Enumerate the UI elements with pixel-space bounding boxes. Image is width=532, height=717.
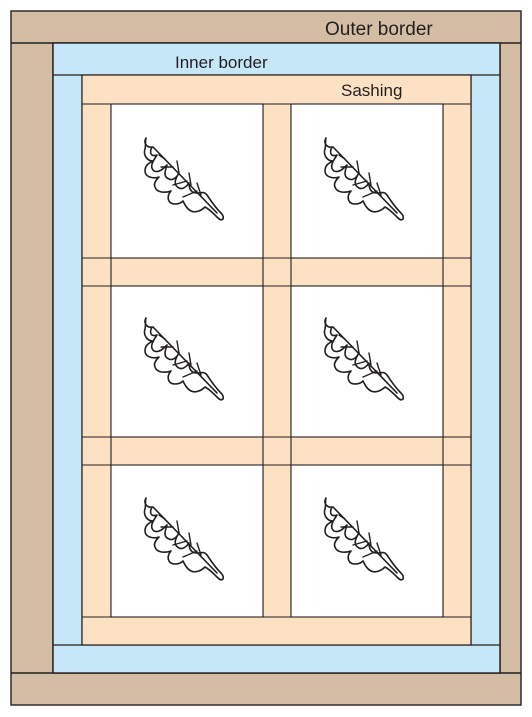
quilt-block — [111, 104, 263, 258]
quilt-block — [111, 286, 263, 437]
quilt-block — [111, 465, 263, 617]
quilt-block — [291, 465, 443, 617]
quilt-block — [291, 286, 443, 437]
quilt-block — [291, 104, 443, 258]
inner-border-label: Inner border — [175, 53, 268, 72]
outer-border-label: Outer border — [325, 19, 433, 40]
sashing-label: Sashing — [341, 81, 402, 100]
